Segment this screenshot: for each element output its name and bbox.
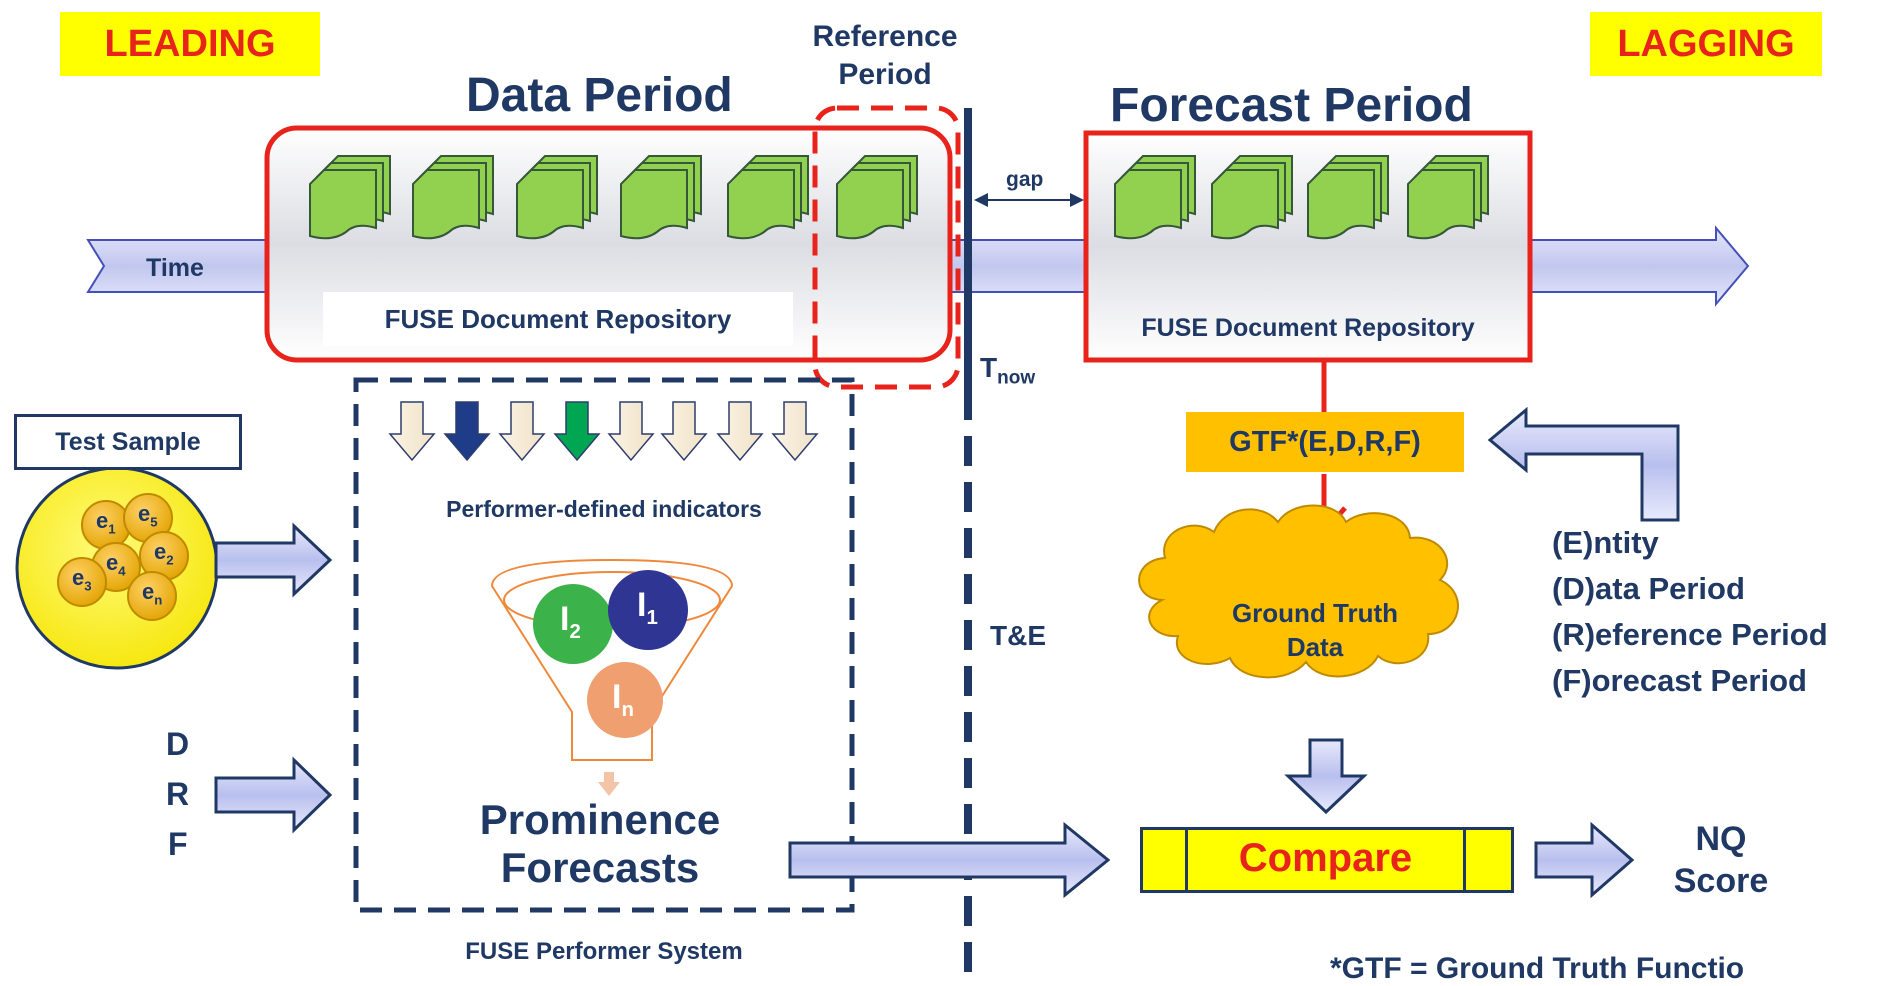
indicator-i2-label: I2 — [560, 600, 581, 643]
performer-system-box — [353, 377, 855, 913]
leading-tag: LEADING — [60, 12, 320, 76]
t-and-e-label: T&E — [990, 620, 1046, 651]
performer-system-label: FUSE Performer System — [465, 938, 743, 965]
entity-e2: e2 — [154, 539, 174, 568]
reference-period-title: Reference Period — [812, 20, 958, 91]
legend-forecast-period: (F)orecast Period — [1552, 663, 1807, 698]
gtf-feedback-arrow — [1487, 406, 1680, 522]
footnote: *GTF = Ground Truth Functio — [1330, 952, 1745, 985]
indicator-i1-label: I1 — [637, 586, 658, 629]
nq-score-label: NQ Score — [1673, 820, 1769, 900]
drf-label-d: D — [166, 726, 190, 762]
entity-e3: e3 — [72, 565, 92, 594]
indicator-ball-n — [587, 662, 663, 738]
forecast-to-compare-arrow — [788, 821, 1111, 899]
t-now-label: Tnow — [980, 352, 1036, 389]
gap-label: gap — [1006, 168, 1044, 191]
lagging-tag: LAGGING — [1590, 12, 1822, 76]
ground-truth-cloud — [1138, 504, 1459, 679]
forecast-period-title: Forecast Period — [1110, 79, 1473, 132]
cloud-to-compare-arrow — [1284, 738, 1368, 815]
legend-reference-period: (R)eference Period — [1552, 617, 1828, 652]
indicator-in-label: In — [612, 678, 634, 721]
repository-label-right: FUSE Document Repository — [1141, 314, 1475, 342]
drf-label-r: R — [166, 776, 190, 812]
indicators-caption: Performer-defined indicators — [446, 496, 762, 522]
sample-input-arrow — [214, 522, 333, 598]
gtf-parameter-legend: (E)ntity (D)ata Period (R)eference Perio… — [1552, 520, 1828, 704]
ground-truth-label: Ground Truth Data — [1231, 598, 1399, 662]
time-label: Time — [146, 254, 204, 282]
entity-e4: e4 — [106, 550, 126, 579]
gtf-function-box: GTF*(E,D,R,F) — [1186, 412, 1464, 472]
data-period-title: Data Period — [466, 69, 733, 122]
legend-entity: (E)ntity — [1552, 525, 1659, 560]
entity-en: en — [142, 579, 163, 608]
prominence-forecasts-label: Prominence Forecasts — [479, 796, 721, 891]
entity-e1: e1 — [96, 508, 116, 537]
indicator-ball-2 — [533, 584, 613, 664]
test-sample-label: Test Sample — [14, 414, 242, 470]
compare-to-score-arrow — [1534, 821, 1635, 899]
legend-data-period: (D)ata Period — [1552, 571, 1745, 606]
compare-box: Compare — [1140, 827, 1514, 893]
entity-e5: e5 — [138, 501, 158, 530]
drf-label-f: F — [168, 826, 188, 862]
indicator-ball-1 — [608, 570, 688, 650]
indicator-arrows — [389, 401, 818, 461]
repository-label-left: FUSE Document Repository — [323, 292, 793, 346]
reference-period-box — [812, 105, 961, 390]
compare-label: Compare — [1238, 836, 1413, 880]
drf-input-arrow — [214, 756, 333, 834]
